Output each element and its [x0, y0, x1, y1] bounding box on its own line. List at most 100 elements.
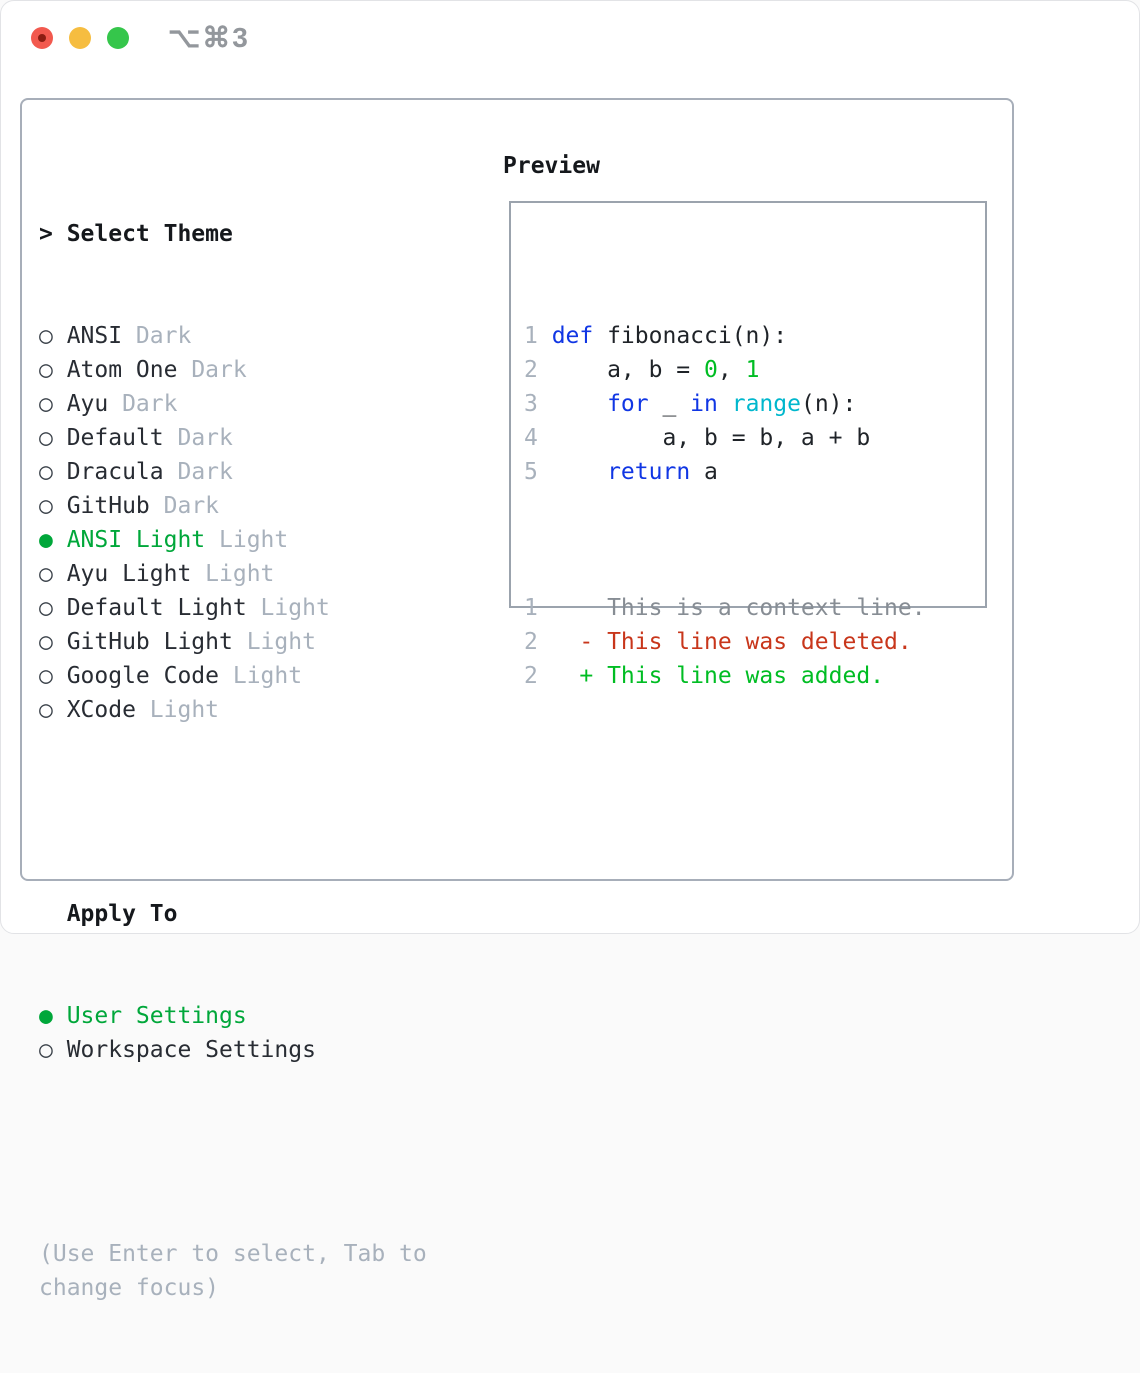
radio-selected-icon: ● [39, 999, 67, 1033]
apply-option-label: User Settings [67, 1003, 247, 1029]
code-line: 3 for _ in range(n): [524, 387, 926, 421]
theme-option[interactable]: ○GitHub Light Light [39, 625, 427, 659]
select-theme-heading: >Select Theme [39, 217, 427, 251]
theme-option[interactable]: ○Atom One Dark [39, 353, 427, 387]
theme-option[interactable]: ○Dracula Dark [39, 455, 427, 489]
radio-selected-icon: ● [39, 523, 67, 557]
radio-unselected-icon: ○ [39, 319, 67, 353]
theme-name: ANSI Light [67, 527, 205, 553]
theme-variant: Light [191, 561, 274, 587]
theme-name: Default [67, 425, 164, 451]
line-number: 2 [524, 659, 552, 693]
radio-unselected-icon: ○ [39, 353, 67, 387]
theme-option[interactable]: ○ANSI Dark [39, 319, 427, 353]
code-token: 1 [746, 357, 760, 383]
theme-variant: Light [136, 697, 219, 723]
apply-option[interactable]: ●User Settings [39, 999, 427, 1033]
code-token [552, 459, 607, 485]
line-number: 5 [524, 455, 552, 489]
theme-name: GitHub Light [67, 629, 233, 655]
theme-selector-column: >Select Theme ○ANSI Dark○Atom One Dark○A… [39, 149, 427, 1373]
theme-variant: Dark [150, 493, 219, 519]
theme-option[interactable]: ○XCode Light [39, 693, 427, 727]
code-token: a [690, 459, 718, 485]
code-token: for [607, 391, 649, 417]
code-token: return [607, 459, 690, 485]
line-number: 1 [524, 319, 552, 353]
theme-name: Dracula [67, 459, 164, 485]
apply-to-label: Apply To [67, 901, 178, 927]
code-token: fibonacci(n): [593, 323, 787, 349]
radio-unselected-icon: ○ [39, 659, 67, 693]
diff-text: - This line was deleted. [552, 629, 912, 655]
diff-line: 2 - This line was deleted. [524, 625, 926, 659]
radio-unselected-icon: ○ [39, 625, 67, 659]
radio-unselected-icon: ○ [39, 421, 67, 455]
code-token: range [732, 391, 801, 417]
theme-name: GitHub [67, 493, 150, 519]
zoom-button[interactable] [107, 27, 129, 49]
code-token [552, 391, 607, 417]
window-title: ⌥⌘3 [168, 21, 250, 54]
code-token: 0 [704, 357, 718, 383]
diff-text: This is a context line. [552, 595, 926, 621]
code-token: , [718, 357, 746, 383]
theme-name: Google Code [67, 663, 219, 689]
theme-variant: Dark [164, 459, 233, 485]
theme-variant: Light [205, 527, 288, 553]
close-button[interactable] [31, 27, 53, 49]
theme-name: XCode [67, 697, 136, 723]
app-window: ⌥⌘3 >Select Theme ○ANSI Dark○Atom One Da… [0, 0, 1140, 934]
apply-to-list: ●User Settings○Workspace Settings [39, 999, 427, 1067]
line-number: 4 [524, 421, 552, 455]
theme-variant: Dark [122, 323, 191, 349]
theme-option[interactable]: ○Default Light Light [39, 591, 427, 625]
pointer-icon: > [39, 217, 67, 251]
line-number: 1 [524, 591, 552, 625]
line-number: 2 [524, 353, 552, 387]
radio-unselected-icon: ○ [39, 489, 67, 523]
diff-block: 1 This is a context line. 2 - This line w… [524, 591, 926, 693]
code-token: a, b = [552, 357, 704, 383]
theme-name: Atom One [67, 357, 178, 383]
theme-option[interactable]: ○Default Dark [39, 421, 427, 455]
theme-option[interactable]: ○GitHub Dark [39, 489, 427, 523]
apply-to-heading: Apply To [39, 897, 427, 931]
theme-option[interactable]: ○Ayu Light Light [39, 557, 427, 591]
theme-variant: Dark [164, 425, 233, 451]
radio-unselected-icon: ○ [39, 387, 67, 421]
radio-unselected-icon: ○ [39, 557, 67, 591]
radio-unselected-icon: ○ [39, 1033, 67, 1067]
theme-name: Default Light [67, 595, 247, 621]
theme-name: Ayu [67, 391, 109, 417]
line-number: 3 [524, 387, 552, 421]
theme-option[interactable]: ○Google Code Light [39, 659, 427, 693]
radio-unselected-icon: ○ [39, 693, 67, 727]
code-token: a, b = b, a + b [552, 425, 871, 451]
titlebar: ⌥⌘3 [1, 1, 1139, 75]
code-token [718, 391, 732, 417]
code-token: (n): [801, 391, 856, 417]
spacer [39, 795, 427, 829]
apply-option[interactable]: ○Workspace Settings [39, 1033, 427, 1067]
theme-option[interactable]: ●ANSI Light Light [39, 523, 427, 557]
theme-name: ANSI [67, 323, 122, 349]
theme-variant: Light [247, 595, 330, 621]
help-text: (Use Enter to select, Tab to change focu… [39, 1237, 427, 1305]
radio-unselected-icon: ○ [39, 455, 67, 489]
radio-unselected-icon: ○ [39, 591, 67, 625]
diff-line: 2 + This line was added. [524, 659, 926, 693]
theme-list: ○ANSI Dark○Atom One Dark○Ayu Dark○Defaul… [39, 319, 427, 727]
spacer [39, 1135, 427, 1169]
theme-variant: Light [233, 629, 316, 655]
code-token: in [690, 391, 718, 417]
apply-option-label: Workspace Settings [67, 1037, 316, 1063]
code-line: 2 a, b = 0, 1 [524, 353, 926, 387]
minimize-button[interactable] [69, 27, 91, 49]
code-token: def [552, 323, 594, 349]
preview-heading: Preview [503, 149, 600, 183]
theme-option[interactable]: ○Ayu Dark [39, 387, 427, 421]
